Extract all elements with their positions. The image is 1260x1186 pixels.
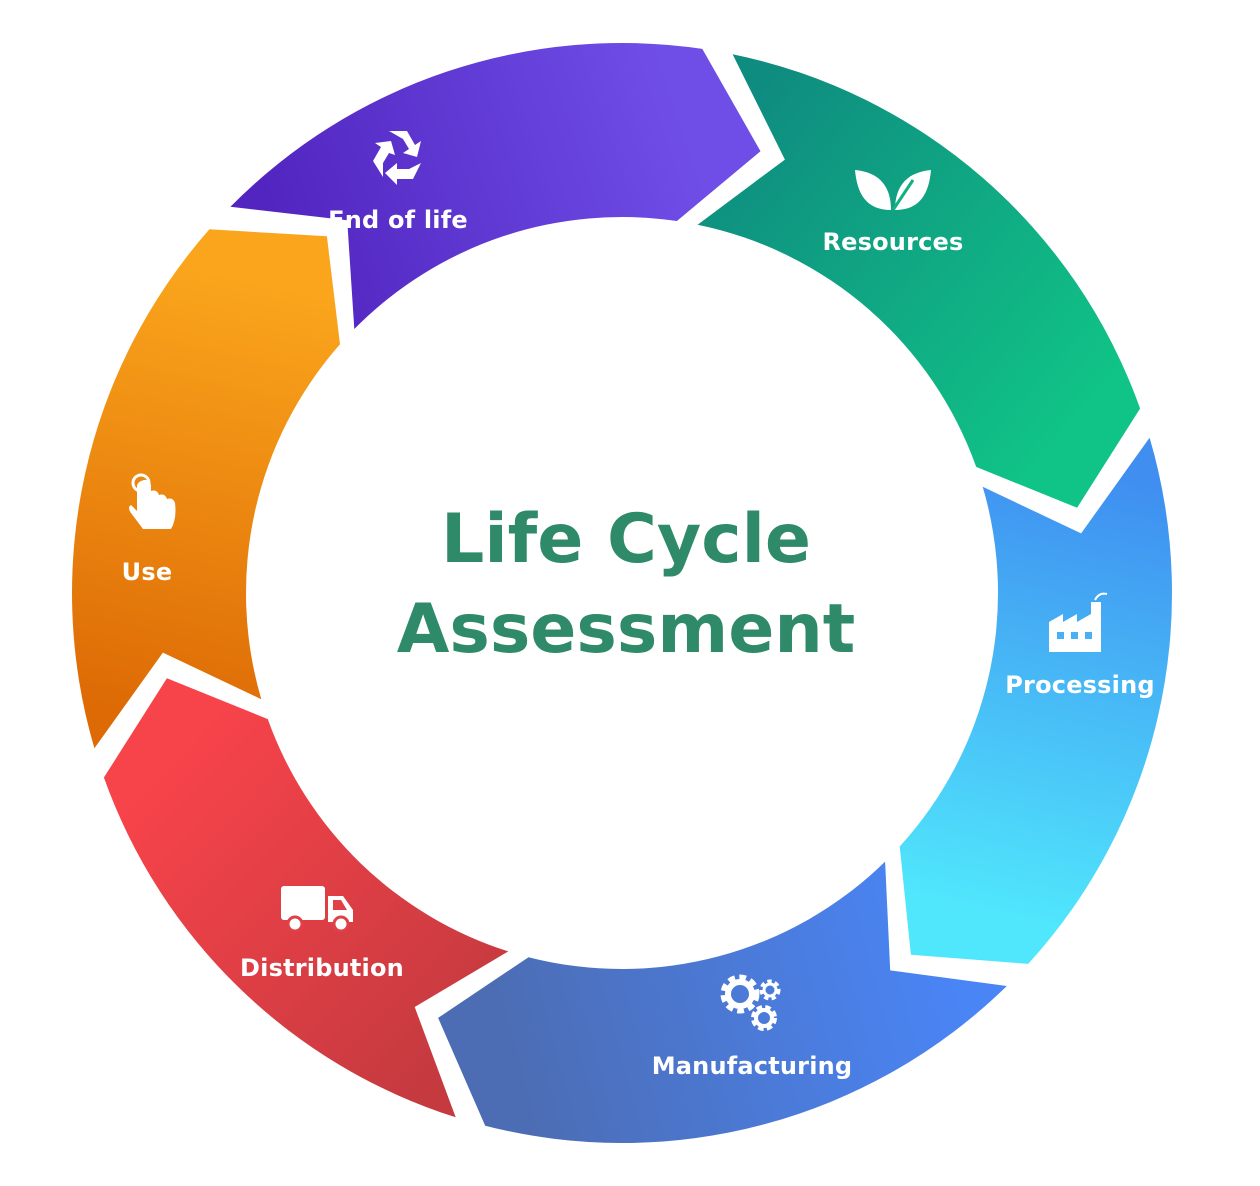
stage-arrow-end-of-life (230, 43, 761, 330)
stage-label-resources: Resources (822, 228, 964, 256)
leaf-icon (855, 164, 931, 216)
stage-arrow-use (72, 229, 341, 749)
stage-label-manufacturing: Manufacturing (651, 1052, 853, 1080)
stage-label-use: Use (121, 558, 173, 586)
factory-icon (1047, 592, 1113, 658)
truck-icon (281, 884, 355, 936)
hand-pointer-icon (127, 473, 179, 537)
stage-label-distribution: Distribution (240, 954, 404, 982)
center-title: Life Cycle Assessment (397, 495, 856, 675)
stage-arrow-processing (899, 437, 1173, 964)
stage-label-processing: Processing (1005, 671, 1155, 699)
stage-label-end-of-life: End of life (328, 206, 468, 234)
recycle-icon (367, 127, 429, 189)
title-line-2: Assessment (396, 590, 856, 669)
gears-icon (718, 972, 786, 1038)
title-line-1: Life Cycle (441, 500, 811, 579)
stage-arrow-resources (697, 54, 1141, 508)
